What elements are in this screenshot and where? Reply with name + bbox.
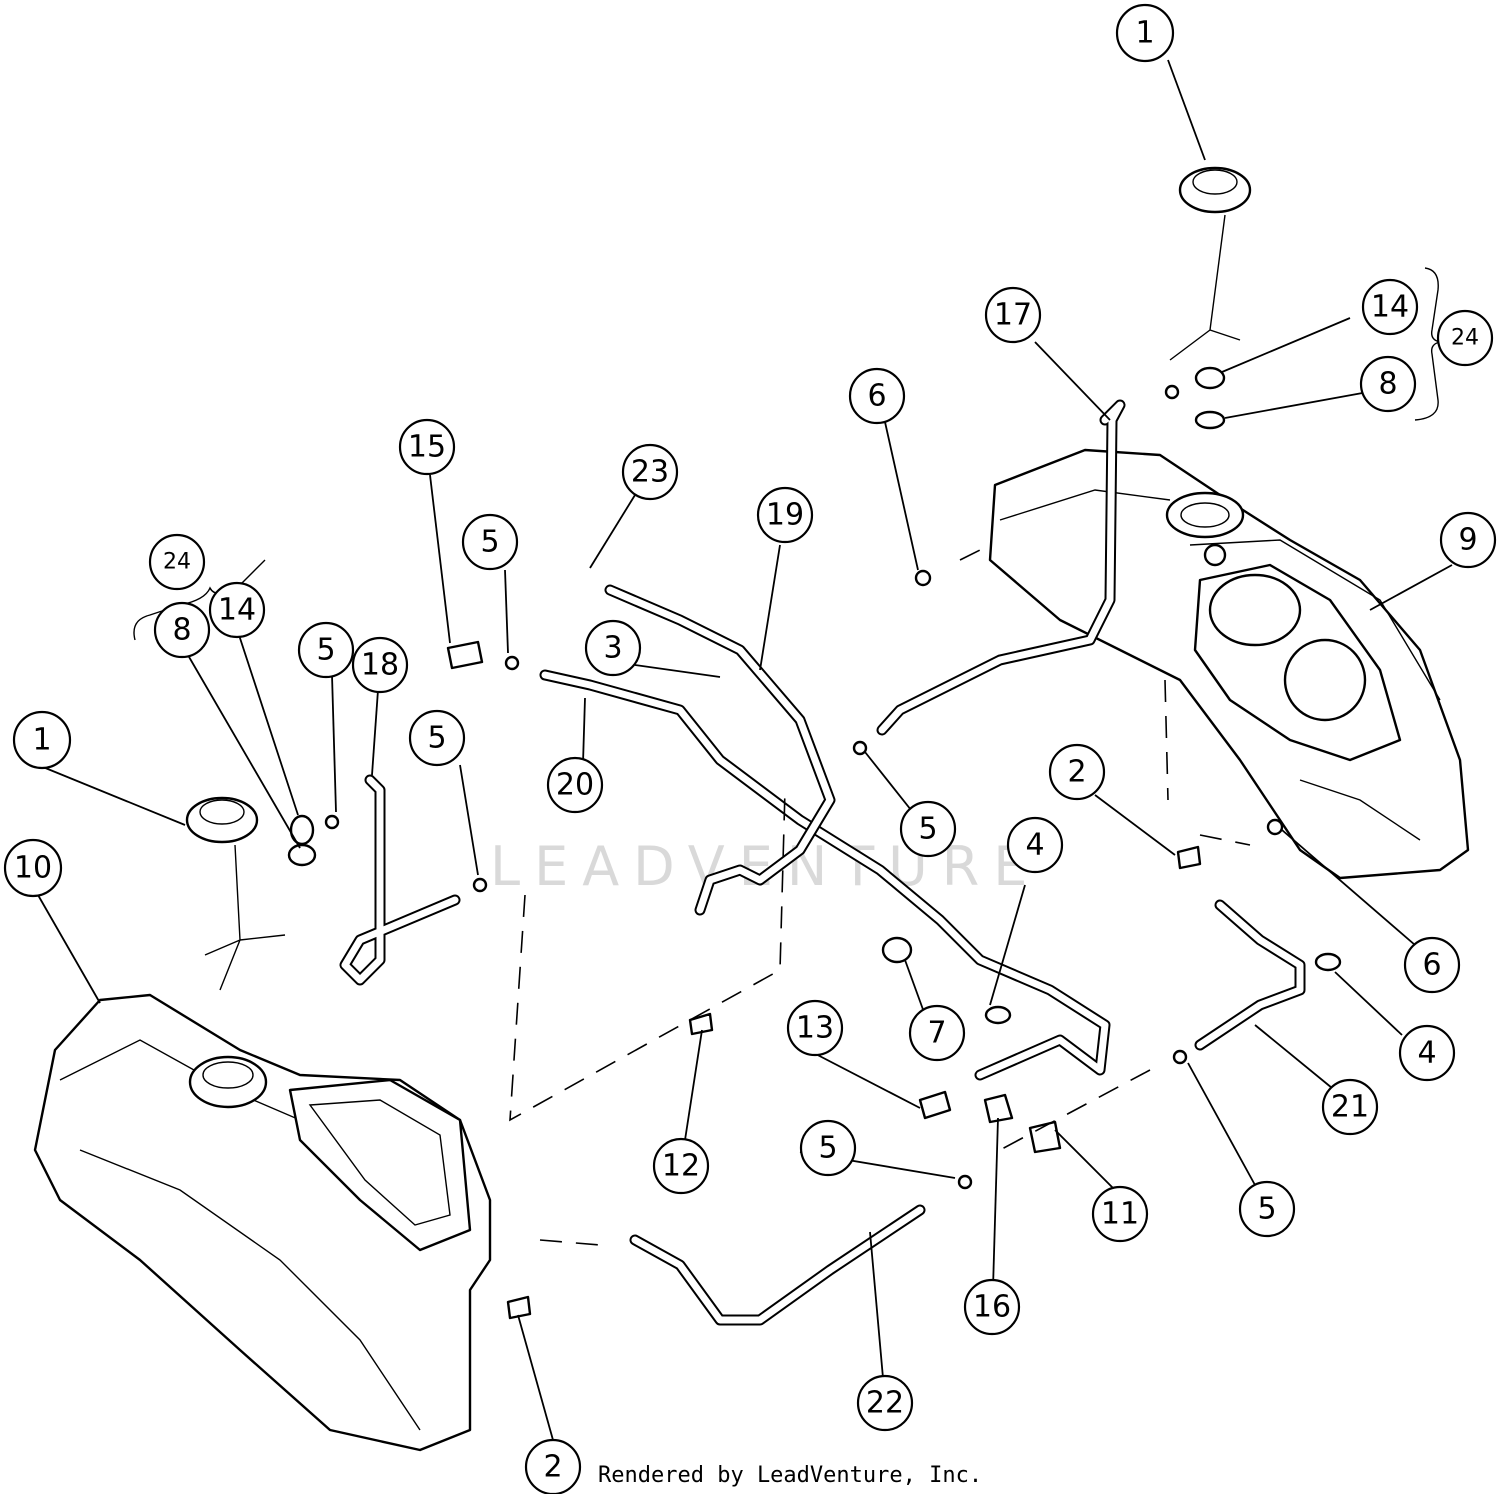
svg-text:1: 1 [32,723,51,758]
svg-text:16: 16 [973,1290,1011,1325]
callout-23: 23 [621,443,679,501]
callout-2-right: 2 [1048,743,1106,801]
fuel-hoses [339,399,1306,1326]
right-fuel-tank [988,448,1470,880]
svg-text:12: 12 [662,1149,700,1184]
svg-text:13: 13 [796,1011,834,1046]
callout-5-e: 5 [1238,1180,1296,1238]
fuel-cap-right [1169,166,1252,361]
svg-text:24: 24 [1451,326,1479,351]
svg-text:17: 17 [994,298,1032,333]
left-fuel-tank [33,993,492,1452]
callout-7: 7 [908,1004,966,1062]
svg-text:24: 24 [163,550,191,575]
fuel-cap-left [185,796,286,991]
callout-5-f: 5 [799,1119,857,1177]
callout-10: 10 [3,838,63,898]
callout-5-a: 5 [461,513,519,571]
callout-8-left: 8 [153,601,211,659]
callout-4-middle: 4 [1006,816,1064,874]
callout-19: 19 [756,486,814,544]
svg-text:10: 10 [14,851,52,886]
svg-text:8: 8 [1378,367,1397,402]
callout-5-c: 5 [408,709,466,767]
svg-text:15: 15 [408,430,446,465]
watermark-text: LEADVENTURE [490,835,1041,898]
callout-6-top: 6 [848,367,906,425]
svg-text:11: 11 [1101,1197,1139,1232]
callout-24-right: 24 [1436,309,1494,367]
callout-11: 11 [1091,1185,1149,1243]
callout-22: 22 [856,1374,914,1432]
callout-5-d: 5 [899,800,957,858]
svg-text:5: 5 [427,721,446,756]
callout-6-right: 6 [1403,936,1461,994]
callout-21: 21 [1321,1078,1379,1136]
callout-18: 18 [351,636,409,694]
svg-text:9: 9 [1458,523,1477,558]
callout-14-right: 14 [1361,278,1419,336]
svg-text:7: 7 [927,1016,946,1051]
callout-9: 9 [1439,511,1497,569]
svg-text:20: 20 [556,768,594,803]
callout-13: 13 [786,999,844,1057]
svg-text:14: 14 [218,593,256,628]
svg-text:5: 5 [1257,1192,1276,1227]
callout-20: 20 [546,756,604,814]
svg-text:2: 2 [543,1450,562,1485]
callout-4-right: 4 [1398,1024,1456,1082]
callout-8-right: 8 [1359,355,1417,413]
svg-text:5: 5 [316,633,335,668]
callout-17: 17 [984,286,1042,344]
svg-text:23: 23 [631,455,669,490]
callout-1-left: 1 [12,710,72,770]
svg-text:5: 5 [918,812,937,847]
svg-text:6: 6 [1422,948,1441,983]
callout-5-b: 5 [297,621,355,679]
callout-2-bottom: 2 [524,1438,582,1494]
callout-15: 15 [398,418,456,476]
svg-text:6: 6 [867,379,886,414]
svg-text:3: 3 [603,631,622,666]
callout-3: 3 [584,619,642,677]
assembly-lines [509,544,1251,1246]
svg-text:18: 18 [361,648,399,683]
svg-text:5: 5 [818,1131,837,1166]
callout-24-left: 24 [148,533,206,591]
svg-text:19: 19 [766,498,804,533]
callout-12: 12 [652,1137,710,1195]
svg-text:21: 21 [1331,1090,1369,1125]
svg-text:5: 5 [480,525,499,560]
callout-14-left: 14 [208,581,266,639]
grommet-parts [287,366,1342,1320]
svg-text:2: 2 [1067,755,1086,790]
credit-text: Rendered by LeadVenture, Inc. [598,1463,982,1488]
svg-text:14: 14 [1371,290,1409,325]
callout-16: 16 [963,1278,1021,1336]
svg-text:8: 8 [172,613,191,648]
callout-1-top-right: 1 [1115,3,1175,63]
svg-text:1: 1 [1135,16,1154,51]
svg-text:22: 22 [866,1386,904,1421]
svg-text:4: 4 [1417,1036,1436,1071]
svg-text:4: 4 [1025,828,1044,863]
